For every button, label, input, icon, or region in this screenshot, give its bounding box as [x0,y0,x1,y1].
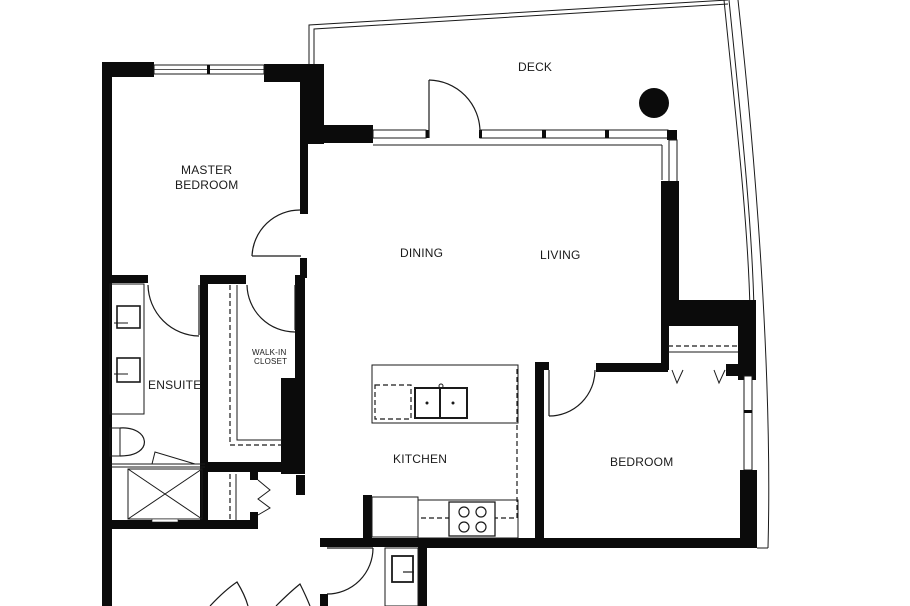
wall-master-north-left [102,62,154,77]
wall-dining-north [323,125,373,143]
ensuite-vanity [109,283,145,415]
entry-closet-doors [209,581,311,606]
wall-closet-east-upper [295,275,305,385]
wall-linen-closet-east [250,472,258,480]
wall-bedroom-west [535,362,544,542]
room-label-kitchen: KITCHEN [393,452,448,466]
wall-closet-south [208,462,305,472]
wall-laundry-west [320,594,328,606]
wall-closet-east [738,300,756,380]
wall-west [102,62,112,606]
wall-kitchen-west [363,495,372,540]
living-east-window [668,139,678,183]
wall-laundry-east [418,545,427,606]
wall-bedroom-east [740,470,757,548]
double-sink [414,383,468,419]
wall-corridor [296,475,305,495]
shower [110,451,205,523]
wall-ensuite-east [200,275,208,525]
kitchen-island [371,364,519,424]
laundry-counter [384,547,419,606]
room-label-bedroom: BEDROOM [610,455,674,469]
wall-master-east-bottom [300,258,307,278]
room-label-master-line1: MASTER [181,163,233,177]
wall-closet-east [281,378,305,474]
toilet [109,427,145,457]
master-door [251,209,301,257]
wall-bedroom-south [418,538,757,548]
bedroom-east-window [743,375,753,471]
walk-in-shelving [229,285,282,446]
wall-linen-closet-south [208,520,258,529]
room-label-ensuite: ENSUITE [148,378,202,392]
linen-closet [229,474,271,520]
cooktop [448,501,496,537]
wall-closet-north-left [200,275,246,284]
bedroom-door [548,369,596,417]
laundry-door [326,547,374,595]
wall-ensuite-north [102,275,148,283]
wall-master-east-lower [300,64,308,214]
fridge [371,496,419,538]
ensuite-door [147,284,200,337]
room-label-deck: DECK [518,60,553,74]
wall-living-east [661,181,679,303]
room-label-master-line2: BEDROOM [175,178,239,192]
master-window [153,64,265,75]
room-label-walkin-line1: WALK-IN [252,348,287,357]
living-north-window [372,129,677,180]
room-label-dining: DINING [400,246,444,260]
deck-railing [308,0,770,549]
wall-closet-west [661,300,669,370]
walk-in-door [246,284,296,333]
wall-linen-closet-east-bottom [250,512,258,529]
deck-column [639,88,669,118]
wall-ensuite-south [102,520,257,529]
kitchen-counter [417,499,519,539]
wall-bedroom-north [596,363,668,372]
bedroom-closet [668,345,738,385]
deck-door [428,79,481,138]
wall-bedroom-north-right [726,364,748,376]
room-label-living: LIVING [540,248,581,262]
wall-kitchen-south [320,538,430,547]
laundry-sink [391,555,414,583]
room-label-walkin-line2: CLOSET [254,357,288,366]
